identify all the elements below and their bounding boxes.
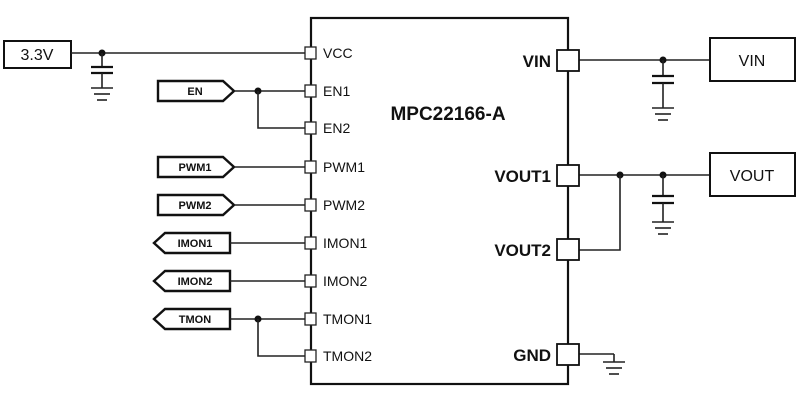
chip-name: MPC22166-A [390, 104, 505, 125]
pin-pwm1 [304, 160, 317, 174]
pin-label-vcc: VCC [323, 45, 353, 61]
pin-en2 [304, 121, 317, 135]
pin-label-tmon2: TMON2 [323, 348, 372, 364]
vin-capacitor-icon [652, 60, 674, 108]
imon2-tag-label: IMON2 [178, 276, 213, 288]
pin-vout2 [556, 238, 580, 261]
vout-box [709, 152, 796, 197]
pin-label-pwm1: PWM1 [323, 159, 365, 175]
vcc-ground-icon [91, 87, 113, 101]
pin-label-vout2: VOUT2 [494, 241, 551, 260]
pin-tmon2 [304, 349, 317, 363]
pwm1-tag [156, 155, 236, 179]
vout-capacitor-icon [652, 175, 674, 222]
pin-label-imon2: IMON2 [323, 273, 368, 289]
vout-ground-icon [652, 221, 674, 235]
vout-box-label: VOUT [730, 168, 775, 185]
pin-pwm2 [304, 198, 317, 212]
tmon-tag-label: TMON [179, 314, 211, 326]
vin-box [709, 37, 796, 82]
imon1-tag-label: IMON1 [178, 238, 213, 250]
pin-label-en2: EN2 [323, 120, 350, 136]
vcc-capacitor-icon [91, 53, 113, 88]
pin-label-pwm2: PWM2 [323, 197, 365, 213]
pin-imon2 [304, 274, 317, 288]
pwm2-tag [156, 193, 236, 217]
gnd-ground-icon [603, 354, 625, 375]
tmon2-wire [257, 319, 305, 357]
pwm2-tag-label: PWM2 [179, 200, 212, 212]
en-tag-label: EN [187, 86, 202, 98]
pin-label-imon1: IMON1 [323, 235, 368, 251]
pin-vin [556, 49, 580, 72]
vin-ground-icon [652, 107, 674, 121]
pin-label-vout1: VOUT1 [494, 167, 551, 186]
pin-vcc [304, 46, 317, 60]
supply-box [3, 40, 72, 69]
pin-imon1 [304, 236, 317, 250]
supply-label: 3.3V [21, 47, 54, 64]
pin-label-tmon1: TMON1 [323, 311, 372, 327]
vin-box-label: VIN [739, 53, 766, 70]
pin-vout1 [556, 164, 580, 187]
en-tag [156, 79, 236, 103]
pin-label-vin: VIN [523, 52, 551, 71]
pin-gnd [556, 343, 580, 366]
pwm1-tag-label: PWM1 [179, 162, 212, 174]
pin-en1 [304, 84, 317, 98]
pin-tmon1 [304, 312, 317, 326]
vout2-wire [579, 175, 621, 251]
pin-label-gnd: GND [513, 346, 551, 365]
pin-label-en1: EN1 [323, 83, 350, 99]
en2-wire [257, 91, 305, 129]
